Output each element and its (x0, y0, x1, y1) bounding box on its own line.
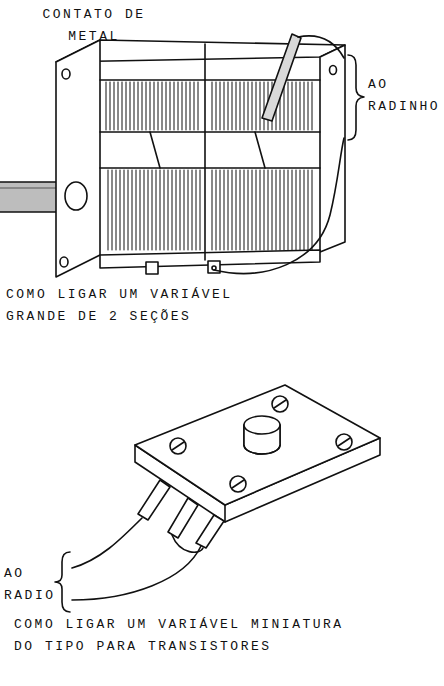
wires (72, 518, 203, 600)
miniature-variable-capacitor (135, 385, 380, 548)
large-variable-capacitor (0, 34, 345, 277)
bracket (55, 552, 70, 612)
figure-caption: COMO LIGAR UM VARIÁVEL GRANDE DE 2 SEÇÕE… (6, 284, 268, 328)
connection-label: AO RADINHO (368, 74, 442, 118)
wires (214, 36, 344, 273)
figure-caption: COMO LIGAR UM VARIÁVEL MINIATURA DO TIPO… (14, 614, 362, 658)
bracket (348, 55, 364, 140)
part-label: CONTATO DE METAL (24, 4, 164, 48)
connection-label: AO RADIO (4, 563, 60, 607)
